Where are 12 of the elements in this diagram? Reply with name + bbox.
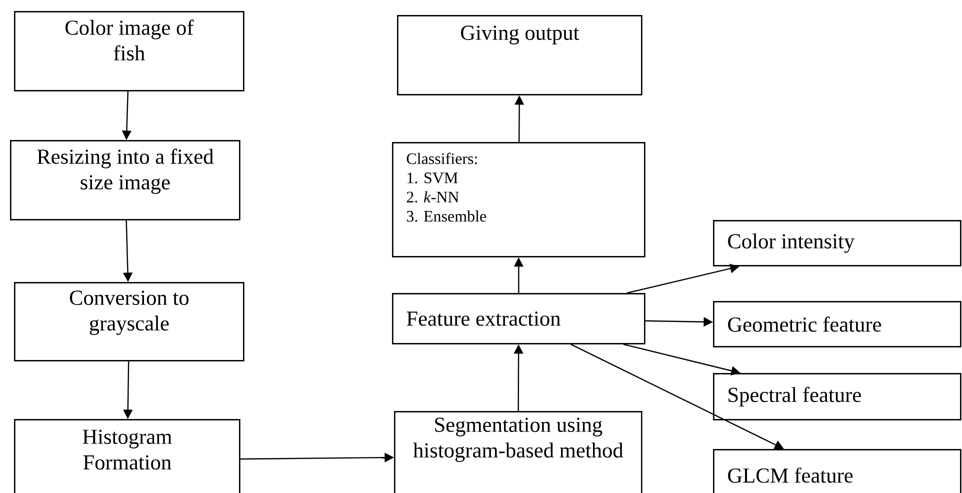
process-box: Segmentation using histogram-based method [394,411,642,493]
process-box: Geometric feature [713,301,962,348]
process-box: GLCM feature [713,449,962,493]
process-box: Spectral feature [713,373,962,420]
classifier-list-box: Classifiers: 1. SVM 2. k-NN 3. Ensemble [392,142,646,258]
process-box: Histogram Formation [14,419,240,493]
process-box: Conversion to grayscale [14,282,244,362]
process-box: Resizing into a fixed size image [10,140,240,220]
process-box: Color image of fish [14,11,244,92]
process-box: Color intensity [713,220,962,266]
process-box: Feature extraction [392,293,646,344]
process-box: Giving output [397,15,642,96]
